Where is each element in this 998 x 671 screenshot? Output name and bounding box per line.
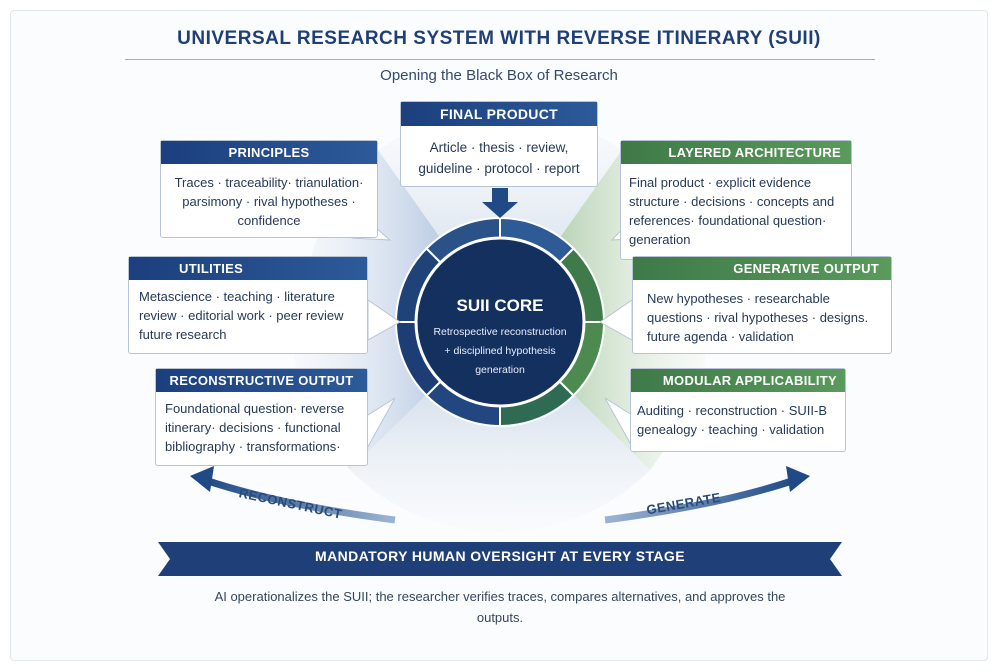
modular-applicability-box: MODULAR APPLICABILITY Auditing · reconst… [630, 368, 846, 452]
core-line: generation [475, 364, 525, 376]
utilities-line: review · editorial work · peer review [139, 308, 344, 323]
generative-output-title: GENERATIVE OUTPUT [633, 257, 891, 280]
utilities-line: future research [139, 327, 227, 342]
final-product-box: FINAL PRODUCT Article · thesis · review,… [400, 101, 598, 187]
reconstructive-output-line: bibliography · transformations· [165, 439, 341, 454]
core-description: Retrospective reconstruction + disciplin… [418, 323, 582, 380]
layered-architecture-line: structure · decisions · concepts and [629, 194, 835, 209]
title-divider [125, 59, 875, 60]
utilities-title: UTILITIES [129, 257, 367, 280]
principles-box: PRINCIPLES Traces · traceability· trianu… [160, 140, 378, 238]
footer-line: outputs. [476, 610, 524, 625]
oversight-banner-text: MANDATORY HUMAN OVERSIGHT AT EVERY STAGE [315, 548, 685, 564]
principles-line: confidence [237, 213, 301, 228]
page-subtitle: Opening the Black Box of Research [380, 67, 618, 84]
footer-note: AI operationalizes the SUII; the researc… [170, 586, 830, 628]
page-title: UNIVERSAL RESEARCH SYSTEM WITH REVERSE I… [177, 28, 821, 49]
down-arrow [482, 188, 518, 218]
generative-output-line: New hypotheses · researchable [647, 291, 830, 306]
modular-applicability-line: Auditing · reconstruction · SUII-B [637, 403, 828, 418]
generative-output-line: future agenda · validation [647, 329, 794, 344]
layered-architecture-line: generation [629, 232, 691, 247]
reconstructive-output-title: RECONSTRUCTIVE OUTPUT [156, 369, 367, 392]
generative-output-line: questions · rival hypotheses · designs. [647, 310, 869, 325]
utilities-line: Metascience · teaching · literature [139, 289, 335, 304]
reconstruct-arrow [190, 466, 396, 524]
core-line: Retrospective reconstruction [433, 326, 567, 338]
core-title: SUII CORE [456, 296, 544, 315]
final-product-line: Article · thesis · review, [429, 140, 569, 155]
footer-line: AI operationalizes the SUII; the researc… [214, 589, 786, 604]
layered-architecture-title: LAYERED ARCHITECTURE [621, 141, 851, 164]
modular-applicability-title: MODULAR APPLICABILITY [631, 369, 845, 392]
generate-arrow [604, 466, 810, 524]
reconstructive-output-line: itinerary· decisions · functional [165, 420, 341, 435]
layered-architecture-line: Final product · explicit evidence [629, 175, 812, 190]
core-line: + disciplined hypothesis [444, 345, 556, 357]
modular-applicability-line: genealogy · teaching · validation [637, 422, 825, 437]
layered-architecture-line: references· foundational question· [629, 213, 827, 228]
final-product-title: FINAL PRODUCT [401, 102, 597, 126]
reconstructive-output-line: Foundational question· reverse [165, 401, 345, 416]
principles-line: Traces · traceability· trianulation· [174, 175, 364, 190]
oversight-banner [158, 542, 842, 576]
utilities-box: UTILITIES Metascience · teaching · liter… [128, 256, 368, 354]
principles-line: parsimony · rival hypotheses · [182, 194, 356, 209]
layered-architecture-box: LAYERED ARCHITECTURE Final product · exp… [620, 140, 852, 260]
generative-output-box: GENERATIVE OUTPUT New hypotheses · resea… [632, 256, 892, 354]
final-product-line: guideline · protocol · report [418, 161, 580, 176]
reconstructive-output-box: RECONSTRUCTIVE OUTPUT Foundational quest… [155, 368, 368, 466]
core-circle [414, 236, 586, 408]
principles-title: PRINCIPLES [161, 141, 377, 164]
